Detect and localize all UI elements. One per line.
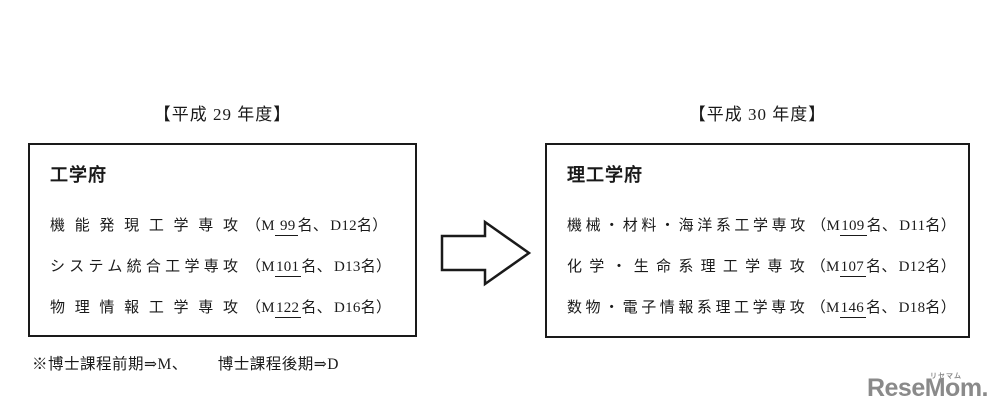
department-name: 機械・材料・海洋系工学専攻	[567, 218, 806, 234]
logo-text: ReseMom.	[866, 374, 989, 402]
doctor-count: D16	[333, 300, 361, 316]
paren-close: 名）	[360, 300, 392, 316]
doctor-count: D13	[333, 259, 361, 275]
right-arrow-icon	[440, 219, 532, 287]
paren-m-open: （M	[246, 218, 275, 234]
footnote: ※博士課程前期⇒M、 博士課程後期⇒D	[32, 352, 339, 374]
master-count: 146	[839, 300, 867, 318]
master-count: 99	[274, 218, 298, 236]
after-master-unit: 名、	[866, 218, 898, 234]
master-count: 122	[274, 300, 302, 318]
paren-m-open: （M	[810, 259, 840, 275]
department-name: 物理情報工学専攻	[50, 300, 238, 316]
master-count: 107	[839, 259, 867, 277]
department-name: 数物・電子情報系理工学専攻	[567, 300, 805, 316]
doctor-count: D12	[898, 259, 926, 275]
left-year-heading: 【平成 29 年度】	[153, 105, 292, 124]
doctor-count: D11	[899, 218, 926, 234]
doctor-count: D12	[330, 218, 357, 234]
logo-ruby: リセマム	[930, 373, 962, 380]
resemom-logo: リセマム ReseMom.	[866, 373, 989, 402]
footnote-doctor: 博士課程後期⇒D	[217, 356, 339, 373]
department-name: 化学・生命系理工学専攻	[567, 259, 805, 275]
paren-close: 名）	[360, 259, 392, 275]
paren-close: 名）	[925, 259, 956, 275]
paren-m-open: （M	[810, 300, 840, 316]
paren-close: 名）	[356, 218, 388, 234]
department-name: 機能発現工学専攻	[50, 218, 238, 234]
paren-m-open: （M	[246, 259, 275, 275]
master-count: 109	[840, 218, 867, 236]
paren-m-open: （M	[811, 218, 841, 234]
after-master-unit: 名、	[301, 300, 332, 316]
right-box-title: 理工学府	[567, 165, 643, 185]
master-count: 101	[274, 259, 302, 277]
paren-close: 名）	[925, 218, 956, 234]
after-master-unit: 名、	[866, 259, 897, 275]
right-year-heading: 【平成 30 年度】	[688, 105, 827, 124]
paren-m-open: （M	[246, 300, 275, 316]
after-master-unit: 名、	[866, 300, 897, 316]
left-box-title: 工学府	[50, 165, 107, 185]
department-name: システム統合工学専攻	[50, 259, 238, 275]
after-master-unit: 名、	[301, 259, 332, 275]
doctor-count: D18	[898, 300, 926, 316]
footnote-master: ※博士課程前期⇒M、	[32, 356, 188, 373]
after-master-unit: 名、	[297, 218, 329, 234]
paren-close: 名）	[925, 300, 956, 316]
